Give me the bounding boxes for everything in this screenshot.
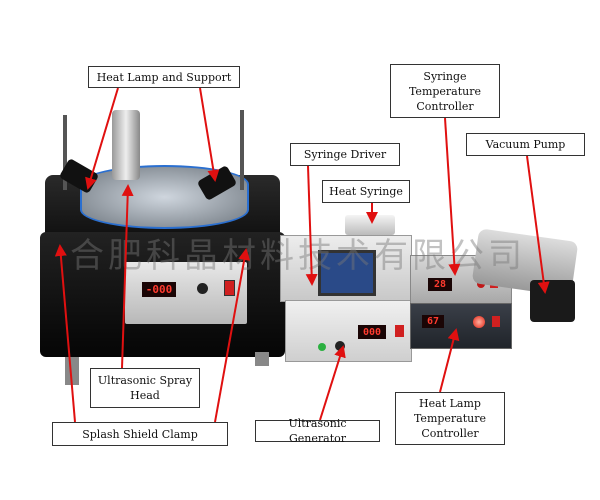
label-syringe-driver: Syringe Driver xyxy=(290,143,400,166)
label-spray-head: Ultrasonic Spray Head xyxy=(90,368,200,408)
generator-current-display: 000 xyxy=(358,325,386,339)
watermark: 合肥科晶材料技术有限公司 xyxy=(70,236,526,276)
syringe-temp-display: 28 xyxy=(428,278,452,291)
spray-unit-display: -000 xyxy=(142,282,176,297)
spray-head xyxy=(112,110,140,180)
foot-left xyxy=(65,357,79,385)
arrow-clamp-left xyxy=(54,244,76,423)
generator-power-button[interactable] xyxy=(318,343,326,351)
arrow-heat-lamp-left xyxy=(85,87,119,190)
arrow-spray-head xyxy=(121,184,134,369)
label-splash-shield-clamp: Splash Shield Clamp xyxy=(52,422,228,446)
heat-lamp-switch[interactable] xyxy=(492,316,500,327)
label-heat-lamp-temp-controller: Heat Lamp Temperature Controller xyxy=(395,392,505,445)
arrow-heat-lamp-right xyxy=(199,87,220,182)
label-syringe-temp-controller: Syringe Temperature Controller xyxy=(390,64,500,118)
label-heat-lamp-support: Heat Lamp and Support xyxy=(88,66,240,88)
foot-right xyxy=(255,352,269,366)
generator-switch[interactable] xyxy=(395,325,404,337)
arrow-generator xyxy=(319,345,346,421)
support-post-left xyxy=(63,115,67,190)
heat-lamp-temp-display: 67 xyxy=(422,315,444,328)
syringe-driver-touchscreen[interactable] xyxy=(318,250,376,296)
heat-syringe xyxy=(345,215,395,235)
vacuum-pump-fan xyxy=(530,280,575,322)
ultrasonic-generator-unit xyxy=(285,300,412,362)
support-post-right xyxy=(240,110,244,190)
arrow-syringe-temp xyxy=(444,117,461,276)
label-heat-syringe: Heat Syringe xyxy=(322,180,410,203)
label-ultrasonic-generator: Ultrasonic Generator xyxy=(255,417,380,445)
label-vacuum-pump: Vacuum Pump xyxy=(466,133,585,156)
heat-lamp-indicator xyxy=(473,316,485,328)
spray-power-switch[interactable] xyxy=(224,280,235,296)
arrow-syringe-driver xyxy=(305,165,318,286)
spray-knob[interactable] xyxy=(197,283,208,294)
arrow-heat-lamp-temp xyxy=(439,328,460,393)
arrow-vacuum-pump xyxy=(526,155,550,294)
arrow-clamp-right xyxy=(214,248,251,423)
